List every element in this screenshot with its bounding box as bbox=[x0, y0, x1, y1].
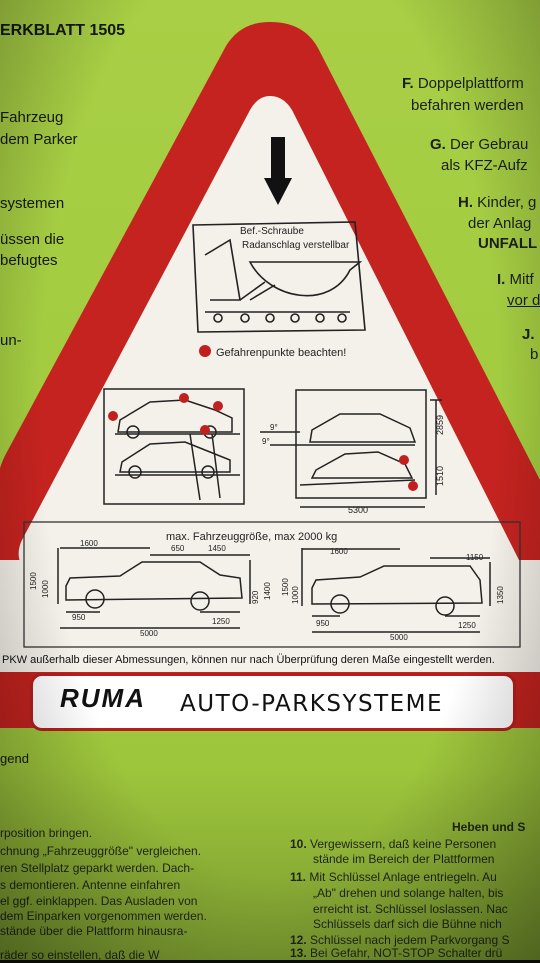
brand-logo: RUMA bbox=[60, 683, 146, 713]
car1-dim-2: 1450 bbox=[208, 544, 226, 553]
car2-dim-7: 5000 bbox=[390, 633, 408, 642]
item-11-num: 11. bbox=[290, 870, 307, 884]
right-item-j-line2: b bbox=[530, 346, 539, 363]
right-platform-drawing bbox=[260, 389, 442, 508]
right-item-g-line2: als KFZ-Aufz bbox=[441, 157, 528, 174]
car2-dim-0: 1600 bbox=[330, 547, 348, 556]
right-item-g: G. Der Gebrau bbox=[430, 134, 528, 155]
bottom-left-line-4: s demontieren. Antenne einfahren bbox=[0, 878, 181, 892]
item-10-cont: stände im Bereich der Plattformen bbox=[313, 852, 495, 866]
max-size-frame bbox=[23, 521, 521, 648]
bottom-left-line-5: el ggf. einklappen. Das Ausladen von bbox=[0, 894, 198, 908]
right-item-h-letter: H. bbox=[458, 194, 473, 211]
brand-name: AUTO-PARKSYSTEME bbox=[180, 691, 444, 717]
item-11-cont3: Schlüssels darf sich die Bühne nich bbox=[313, 917, 502, 931]
right-item-f-line2: befahren werden bbox=[411, 97, 524, 114]
item-11-cont: „Ab" drehen und solange halten, bis bbox=[313, 886, 504, 900]
left-platform-drawing bbox=[103, 388, 245, 505]
left-line-4: üssen die bbox=[0, 231, 65, 248]
angle-label-1: 9° bbox=[270, 423, 278, 432]
sheet-header: ERKBLATT 1505 bbox=[0, 22, 126, 39]
right-item-h-line1: Kinder, g bbox=[477, 194, 537, 211]
right-item-h-line3: UNFALL bbox=[478, 235, 538, 252]
right-item-i-letter: I. bbox=[497, 271, 506, 288]
bottom-right-item-11: 11. Mit Schlüssel Anlage entriegeln. Au bbox=[290, 870, 497, 885]
left-line-6: un- bbox=[0, 332, 22, 349]
sedan-outline bbox=[57, 547, 251, 629]
car2-dim-3: 1000 bbox=[291, 586, 300, 604]
triangle-white-field bbox=[0, 96, 540, 672]
stop-label: Radanschlag verstellbar bbox=[242, 240, 350, 251]
bottom-right-item-10: 10. Vergewissern, daß keine Personen bbox=[290, 837, 496, 852]
right-danger-dots bbox=[399, 455, 418, 491]
item-11-cont2: erreicht ist. Schlüssel loslassen. Nac bbox=[313, 902, 508, 916]
car1-dim-6: 1400 bbox=[263, 582, 272, 600]
right-item-i-line1: Mitf bbox=[509, 271, 534, 288]
right-item-f-line1: Doppelplattform bbox=[417, 75, 524, 92]
item-13-text: Bei Gefahr, NOT-STOP Schalter drü bbox=[310, 946, 503, 960]
down-arrow-icon bbox=[264, 137, 292, 205]
bottom-left-line-3: ren Stellplatz geparkt werden. Dach- bbox=[0, 861, 195, 875]
left-danger-dots bbox=[108, 393, 223, 435]
right-item-h-line2: der Anlag bbox=[468, 215, 532, 232]
car2-dim-6: 1250 bbox=[458, 621, 476, 630]
item-10-num: 10. bbox=[290, 837, 307, 851]
brand-panel bbox=[30, 673, 516, 731]
right-item-f-letter: F. bbox=[402, 75, 414, 92]
car1-dim-1: 650 bbox=[171, 544, 185, 553]
bottom-right-item-12: 12. Schlüssel nach jedem Parkvorgang S bbox=[290, 933, 509, 948]
item-11-text: Mit Schlüssel Anlage entriegeln. Au bbox=[309, 870, 497, 884]
car1-dim-3: 1500 bbox=[29, 572, 38, 590]
estate-outline bbox=[301, 548, 491, 633]
car1-dim-8: 1250 bbox=[212, 617, 230, 626]
danger-dot-legend bbox=[199, 345, 211, 357]
bottom-right-heading: Heben und S bbox=[452, 820, 526, 834]
car2-dim-5: 950 bbox=[316, 619, 330, 628]
car1-dim-9: 5000 bbox=[140, 629, 158, 638]
bottom-left-line-6: dem Einparken vorgenommen werden. bbox=[0, 909, 207, 923]
left-line-5: befugtes bbox=[0, 252, 58, 269]
item-12-num: 12. bbox=[290, 933, 307, 947]
left-line-3: systemen bbox=[0, 195, 65, 212]
danger-label: Gefahrenpunkte beachten! bbox=[216, 347, 346, 359]
size-notice: PKW außerhalb dieser Abmessungen, können… bbox=[2, 654, 495, 666]
right-item-j-letter: J. bbox=[522, 326, 535, 343]
dim-right-height-2: 1510 bbox=[435, 466, 445, 486]
triangle-white-base bbox=[0, 560, 540, 670]
right-item-i: I. Mitf bbox=[497, 269, 534, 290]
right-item-f: F. Doppelplattform bbox=[402, 73, 524, 94]
car1-dim-7: 950 bbox=[72, 613, 86, 622]
bottom-left-line-1: rposition bringen. bbox=[0, 826, 93, 840]
dim-right-length: 5300 bbox=[348, 505, 368, 515]
item-13-num: 13. bbox=[290, 946, 307, 960]
max-size-title: max. Fahrzeuggröße, max 2000 kg bbox=[166, 531, 337, 543]
car1-dim-5: 920 bbox=[251, 590, 260, 604]
right-item-i-line2: vor d bbox=[507, 292, 540, 309]
left-below-text: gend bbox=[0, 751, 29, 766]
car2-dim-4: 1350 bbox=[496, 586, 505, 604]
car2-dim-1: 1150 bbox=[466, 553, 484, 562]
car1-dim-0: 1600 bbox=[80, 539, 98, 548]
bottom-right-item-13: 13. Bei Gefahr, NOT-STOP Schalter drü bbox=[290, 946, 502, 961]
car1-dim-4: 1000 bbox=[41, 580, 50, 598]
item-10-text: Vergewissern, daß keine Personen bbox=[310, 837, 497, 851]
dim-right-height-1: 2859 bbox=[435, 415, 445, 435]
bottom-left-line-2: chnung „Fahrzeuggröße" vergleichen. bbox=[0, 844, 202, 858]
right-item-g-line1: Der Gebrau bbox=[450, 136, 529, 153]
bottom-left-line-7: stände über die Plattform hinausra- bbox=[0, 924, 188, 938]
angle-label-2: 9° bbox=[262, 437, 270, 446]
bottom-left-line-9: räder so einstellen, daß die W bbox=[0, 948, 160, 962]
wheel-stop-detail bbox=[192, 221, 366, 333]
right-item-g-letter: G. bbox=[430, 136, 446, 153]
left-line-1: Fahrzeug bbox=[0, 109, 64, 126]
car2-dim-2: 1500 bbox=[281, 578, 290, 596]
left-line-2: dem Parker bbox=[0, 131, 78, 148]
screw-label: Bef.-Schraube bbox=[240, 226, 304, 237]
right-item-h: H. Kinder, g bbox=[458, 192, 536, 213]
item-12-text: Schlüssel nach jedem Parkvorgang S bbox=[310, 933, 510, 947]
